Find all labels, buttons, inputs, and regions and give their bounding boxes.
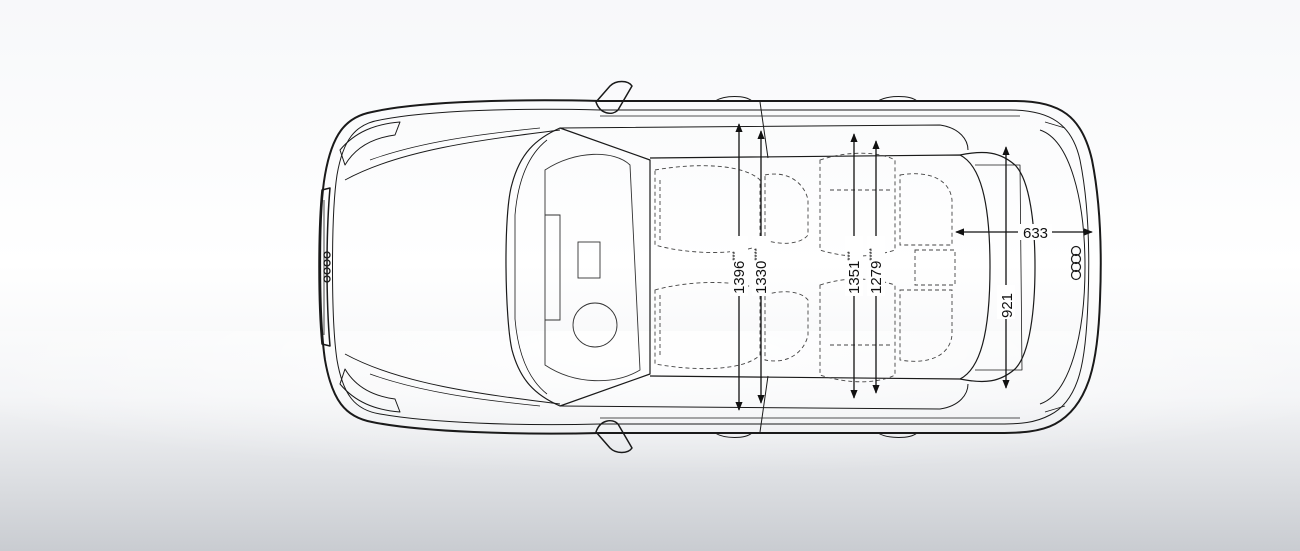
dim-label-633: 633 [1023, 225, 1048, 242]
body-outline [319, 99, 1102, 435]
dim-label-1351: 1351*** [846, 251, 863, 294]
dim-label-1330: 1330**** [753, 248, 770, 294]
dim-label-1279: 1279**** [868, 248, 885, 294]
dim-label-921: 921 [999, 293, 1016, 318]
car-body [318, 80, 1102, 454]
car-interior [544, 152, 956, 383]
mirror-bottom [595, 419, 633, 454]
windshield [505, 127, 651, 407]
rear-logo [1070, 245, 1082, 281]
rear-window [959, 151, 1036, 383]
roof-outline [649, 154, 991, 380]
dim-label-1396: 1396*** [731, 251, 748, 294]
dimension-lines [735, 123, 1093, 411]
label-backgrounds [730, 224, 1052, 319]
mirror-top [595, 80, 633, 115]
